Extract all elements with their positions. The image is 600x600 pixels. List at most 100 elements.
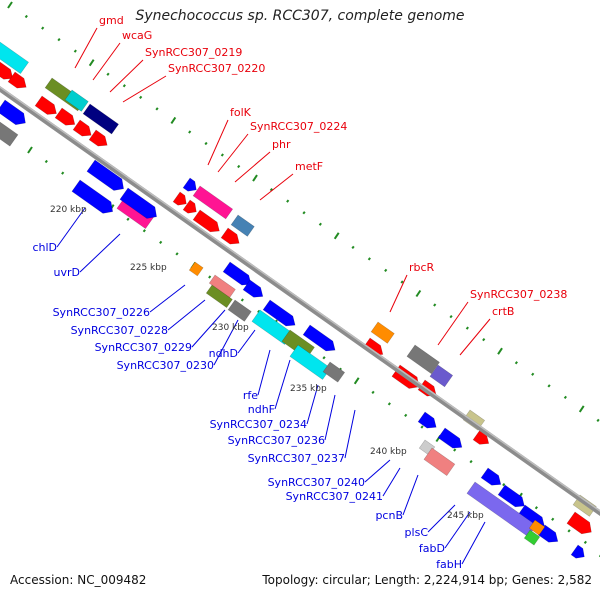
gene-arrow[interactable]	[182, 177, 200, 195]
forward-gene-label[interactable]: SynRCC307_0224	[250, 120, 347, 133]
gene-block[interactable]	[322, 361, 346, 383]
reverse-gene-label[interactable]: SynRCC307_0226	[53, 306, 150, 319]
forward-gene-label[interactable]: SynRCC307_0238	[470, 288, 567, 301]
label-leader	[257, 349, 271, 396]
gene-arrow[interactable]	[7, 71, 30, 92]
gene-arrow[interactable]	[570, 544, 588, 562]
reverse-gene-label[interactable]: SynRCC307_0236	[228, 434, 325, 447]
label-leader	[437, 301, 469, 346]
tick-mark	[384, 268, 388, 273]
forward-gene-label[interactable]: metF	[295, 160, 323, 173]
gene-block[interactable]	[230, 214, 255, 237]
gene-block[interactable]	[64, 89, 89, 112]
forward-gene-label[interactable]: folK	[230, 106, 252, 119]
forward-gene-label[interactable]: gmd	[99, 14, 124, 27]
tick-mark	[61, 171, 65, 175]
gene-block[interactable]	[188, 261, 204, 277]
tick-mark	[497, 347, 503, 355]
gene-arrow[interactable]	[497, 484, 528, 511]
forward-gene-label[interactable]: SynRCC307_0219	[145, 46, 242, 59]
gene-arrow[interactable]	[192, 209, 223, 236]
forward-gene-label[interactable]: rbcR	[409, 261, 435, 274]
gene-arrow[interactable]	[262, 299, 299, 330]
gene-arrow[interactable]	[437, 427, 465, 452]
forward-gene-label[interactable]: SynRCC307_0220	[168, 62, 265, 75]
tick-mark	[596, 418, 600, 423]
reverse-gene-label[interactable]: SynRCC307_0228	[71, 324, 168, 337]
tick-mark	[563, 395, 567, 399]
tick-mark	[237, 164, 241, 169]
reverse-gene-label[interactable]: SynRCC307_0234	[210, 418, 307, 431]
label-leader	[167, 299, 206, 331]
gene-arrow[interactable]	[34, 95, 60, 118]
tick-mark	[322, 356, 326, 360]
forward-gene-label[interactable]: wcaG	[122, 29, 152, 42]
gene-arrow[interactable]	[242, 279, 266, 301]
accession-label: Accession: NC_009482	[10, 573, 147, 587]
tick-mark	[367, 257, 371, 261]
scale-label: 235 kbp	[290, 384, 327, 394]
gene-block[interactable]	[82, 103, 119, 135]
reverse-gene-label[interactable]: ndhF	[248, 403, 275, 416]
reverse-gene-label[interactable]: ndhD	[209, 347, 238, 360]
tick-mark	[286, 199, 290, 203]
label-leader	[237, 329, 256, 354]
gene-arrow[interactable]	[302, 324, 339, 355]
gene-arrow[interactable]	[88, 129, 111, 150]
gene-block[interactable]	[466, 481, 537, 538]
reverse-gene-label[interactable]: rfe	[243, 389, 258, 402]
tick-mark	[269, 188, 273, 192]
gene-arrow[interactable]	[222, 261, 254, 289]
tick-mark	[122, 84, 126, 88]
gene-arrow[interactable]	[119, 187, 161, 223]
tick-mark	[208, 275, 212, 279]
tick-mark	[551, 517, 555, 521]
gene-block[interactable]	[528, 519, 546, 536]
reverse-gene-label[interactable]: SynRCC307_0240	[268, 476, 365, 489]
reverse-gene-label[interactable]: SynRCC307_0237	[248, 452, 345, 465]
gene-block[interactable]	[423, 447, 456, 476]
label-leader	[444, 511, 471, 549]
gene-arrow[interactable]	[0, 61, 16, 83]
gene-arrow[interactable]	[220, 227, 243, 248]
reverse-gene-label[interactable]: plsC	[405, 526, 429, 539]
gene-block[interactable]	[0, 41, 29, 74]
tick-mark	[465, 326, 469, 330]
gene-block[interactable]	[205, 284, 233, 308]
gene-arrow[interactable]	[72, 119, 95, 140]
gene-arrow[interactable]	[86, 159, 128, 195]
tick-mark	[433, 303, 437, 307]
reverse-gene-label[interactable]: pcnB	[375, 509, 403, 522]
gene-arrow[interactable]	[566, 511, 595, 538]
reverse-gene-label[interactable]: SynRCC307_0229	[95, 341, 192, 354]
gene-arrow[interactable]	[0, 99, 30, 129]
gene-block[interactable]	[0, 121, 19, 147]
gene-arrow[interactable]	[480, 467, 504, 489]
reverse-gene-label[interactable]: SynRCC307_0230	[117, 359, 214, 372]
gene-arrow[interactable]	[417, 411, 440, 432]
gene-arrow[interactable]	[182, 199, 200, 217]
reverse-gene-label[interactable]: SynRCC307_0241	[286, 490, 383, 503]
gene-block[interactable]	[192, 185, 234, 220]
gene-block[interactable]	[429, 364, 454, 388]
tick-mark	[449, 314, 453, 319]
reverse-gene-label[interactable]: chlD	[32, 241, 57, 254]
tick-mark	[257, 309, 261, 314]
gene-arrow[interactable]	[54, 107, 78, 129]
label-leader	[427, 504, 456, 533]
gene-arrow[interactable]	[71, 179, 117, 217]
gene-block[interactable]	[227, 299, 252, 322]
reverse-gene-label[interactable]: uvrD	[54, 266, 80, 279]
reverse-gene-label[interactable]: fabD	[419, 542, 445, 555]
reverse-gene-label[interactable]: fabH	[436, 558, 462, 571]
gene-arrow[interactable]	[172, 191, 190, 209]
tick-mark	[155, 107, 159, 111]
tick-mark	[531, 372, 535, 376]
gene-block[interactable]	[370, 321, 395, 344]
forward-gene-label[interactable]: crtB	[492, 305, 514, 318]
scale-label: 225 kbp	[130, 263, 167, 273]
forward-gene-label[interactable]: phr	[272, 138, 291, 151]
gene-block[interactable]	[523, 529, 541, 546]
gene-block[interactable]	[406, 344, 440, 375]
scale-label: 230 kbp	[212, 323, 249, 333]
